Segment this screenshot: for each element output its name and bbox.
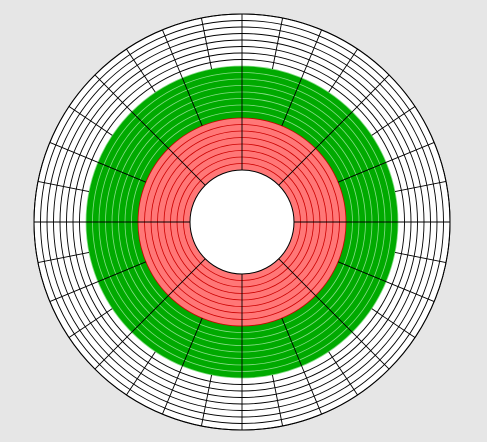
spoke-outer — [126, 351, 156, 396]
spoke-outer — [37, 180, 90, 193]
spoke-inner — [278, 148, 316, 186]
spoke-outer — [351, 74, 390, 113]
spoke-inner — [168, 148, 206, 186]
spoke-middle — [131, 295, 169, 333]
spoke-outer — [271, 374, 284, 427]
spoke-middle — [315, 111, 353, 149]
spoke-outer — [371, 106, 416, 136]
spoke-outer — [301, 29, 323, 79]
spoke-middle — [337, 161, 387, 183]
spoke-outer — [328, 48, 358, 93]
spoke-middle — [281, 77, 303, 127]
spoke-outer — [394, 180, 447, 193]
spoke-outer — [385, 141, 435, 163]
spoke-outer — [200, 374, 213, 427]
spoke-inner — [168, 258, 206, 296]
spoke-middle — [97, 261, 147, 283]
spokes-group — [33, 13, 451, 431]
spoke-inner — [278, 258, 316, 296]
spoke-middle — [315, 295, 353, 333]
spoke-outer — [94, 331, 133, 370]
outer-edge — [33, 13, 451, 431]
spoke-middle — [131, 111, 169, 149]
spoke-outer — [49, 281, 99, 303]
spoke-outer — [200, 17, 213, 70]
spoke-outer — [371, 308, 416, 338]
spoke-outer — [271, 17, 284, 70]
spoke-middle — [181, 317, 203, 367]
spoke-outer — [351, 331, 390, 370]
spoke-outer — [126, 48, 156, 93]
spoke-outer — [328, 351, 358, 396]
spoke-outer — [68, 106, 113, 136]
spoke-middle — [181, 77, 203, 127]
spoke-outer — [161, 365, 183, 415]
center-hole — [189, 169, 295, 275]
spoke-outer — [161, 29, 183, 79]
spoke-outer — [68, 308, 113, 338]
spoke-middle — [281, 317, 303, 367]
spoke-outer — [394, 251, 447, 264]
spoke-outer — [385, 281, 435, 303]
spoke-outer — [94, 74, 133, 113]
spoke-outer — [49, 141, 99, 163]
spoke-middle — [97, 161, 147, 183]
spoke-outer — [301, 365, 323, 415]
spoke-middle — [337, 261, 387, 283]
spoke-outer — [37, 251, 90, 264]
